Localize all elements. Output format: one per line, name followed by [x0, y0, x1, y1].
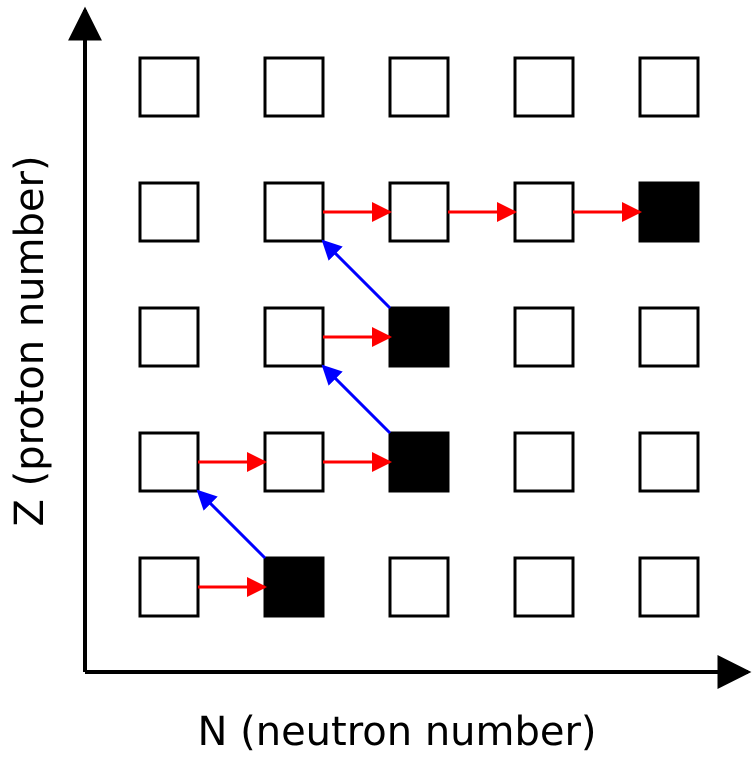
- y-axis-label: Z (proton number): [7, 155, 53, 526]
- nuclide-cell: [263, 181, 325, 243]
- nuclide-cell: [263, 56, 325, 118]
- nuclide-cell: [388, 556, 450, 618]
- nuclide-cell: [638, 556, 700, 618]
- beta-decay-arrow: [196, 489, 267, 560]
- nuclide-cell: [263, 306, 325, 368]
- nuclide-cell: [388, 181, 450, 243]
- nuclide-cell: [638, 431, 700, 493]
- nuclide-cell: [513, 181, 575, 243]
- nuclide-cell: [513, 56, 575, 118]
- beta-decay-arrow: [321, 239, 392, 310]
- nuclide-cell: [138, 56, 200, 118]
- nuclide-cells: [138, 56, 700, 618]
- nuclide-cell: [638, 306, 700, 368]
- nuclide-cell: [513, 306, 575, 368]
- nuclide-cell-filled: [263, 556, 325, 618]
- nuclide-cell-filled: [388, 431, 450, 493]
- nuclide-cell: [138, 181, 200, 243]
- beta-decay-arrow: [321, 364, 392, 435]
- nuclide-cell: [263, 431, 325, 493]
- nuclide-cell-filled: [638, 181, 700, 243]
- nuclide-cell-filled: [388, 306, 450, 368]
- nuclide-cell: [638, 56, 700, 118]
- nuclide-cell: [138, 306, 200, 368]
- nuclide-cell: [513, 556, 575, 618]
- nuclide-cell: [138, 431, 200, 493]
- nuclide-cell: [388, 56, 450, 118]
- nuclide-cell: [138, 556, 200, 618]
- x-axis-label: N (neutron number): [197, 709, 596, 755]
- nuclide-cell: [513, 431, 575, 493]
- transition-arrows: [196, 202, 642, 597]
